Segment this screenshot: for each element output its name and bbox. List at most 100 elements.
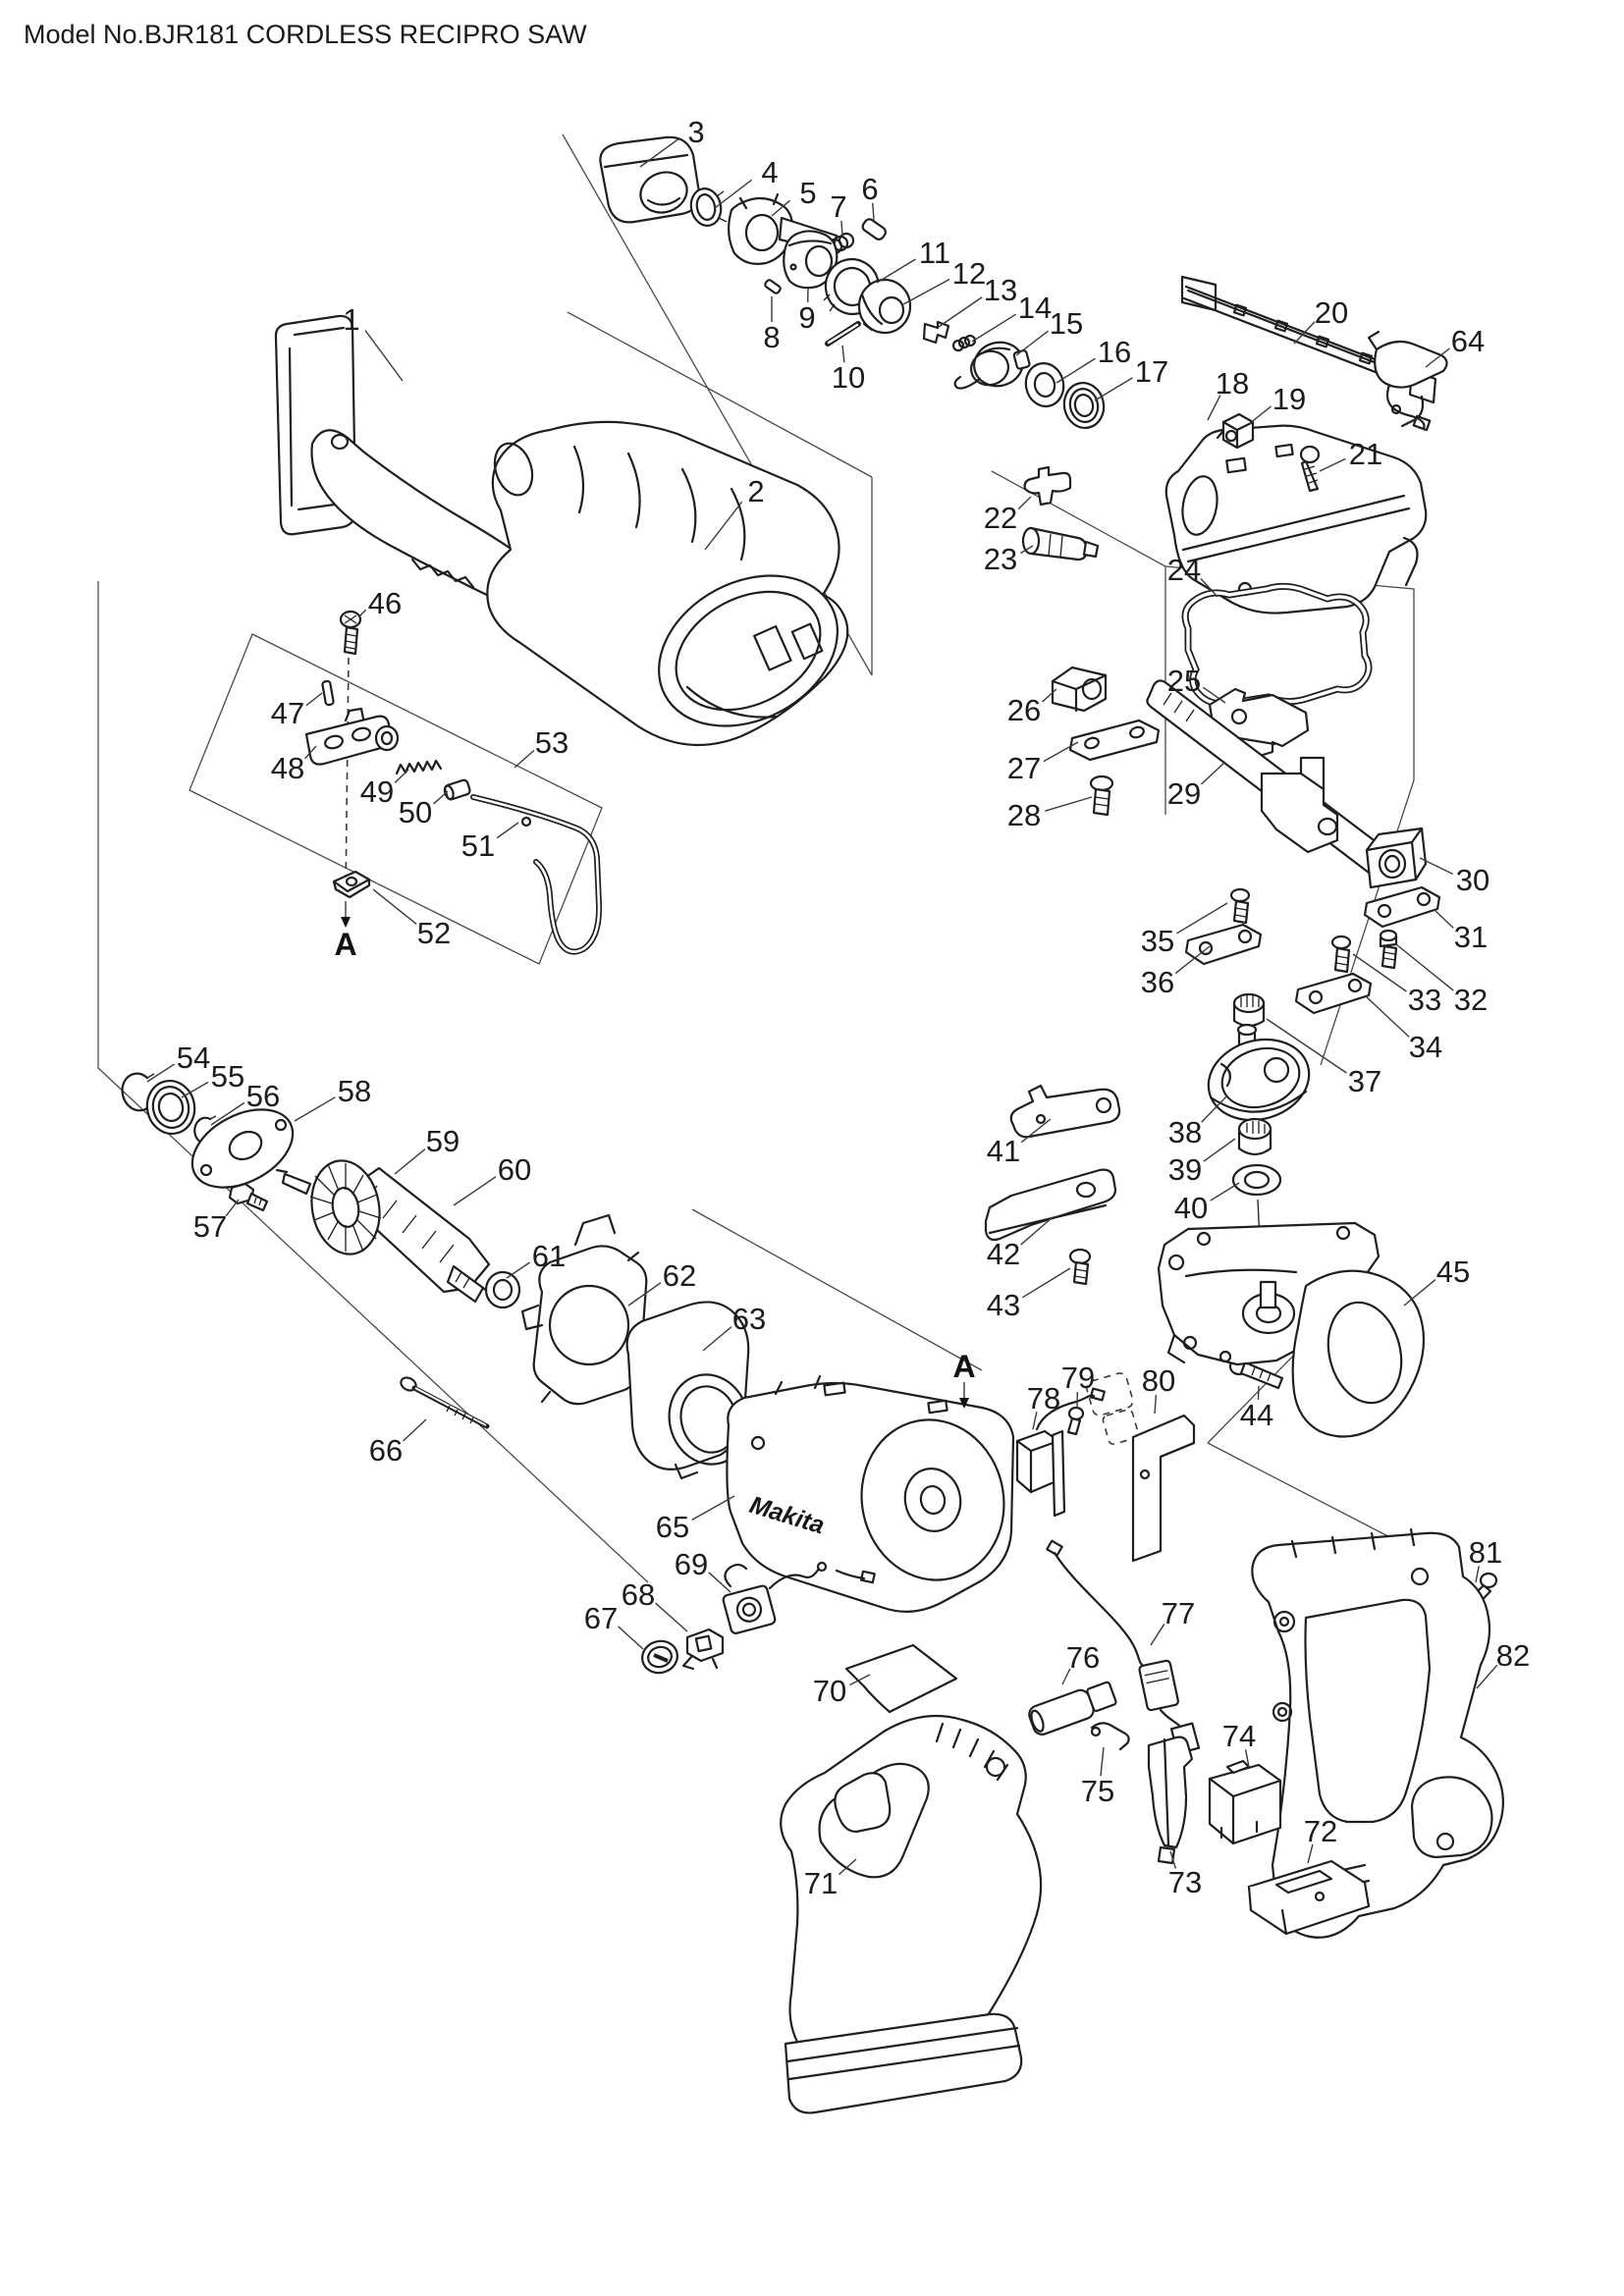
part-sketch-23 [1021, 526, 1100, 561]
leader-line-16 [1056, 357, 1097, 384]
part-sketch-61 [484, 1270, 521, 1309]
part-label-16: 16 [1098, 335, 1131, 369]
part-sketch-45 [1157, 1221, 1426, 1438]
leader-line-40 [1210, 1182, 1240, 1201]
leader-line-7 [840, 220, 843, 237]
leader-line-59 [394, 1148, 426, 1175]
leader-line-48 [304, 745, 317, 760]
page-title: Model No.BJR181 CORDLESS RECIPRO SAW [24, 20, 587, 49]
part-label-53: 53 [535, 725, 568, 760]
part-sketch-66 [400, 1376, 490, 1429]
leader-line-19 [1248, 405, 1272, 425]
part-label-69: 69 [675, 1547, 708, 1581]
part-label-27: 27 [1007, 751, 1041, 785]
part-label-30: 30 [1456, 863, 1489, 897]
part-sketch-1 [274, 314, 543, 606]
part-sketch-30 [1365, 827, 1428, 889]
part-label-34: 34 [1409, 1030, 1442, 1064]
part-label-58: 58 [338, 1074, 371, 1108]
part-label-43: 43 [987, 1288, 1020, 1322]
leader-line-2 [704, 501, 743, 551]
part-sketch-26 [1051, 666, 1108, 713]
part-label-1: 1 [343, 302, 359, 337]
part-label-12: 12 [952, 256, 986, 291]
part-label-5: 5 [799, 176, 816, 210]
part-label-79: 79 [1061, 1361, 1095, 1395]
leader-line-67 [618, 1626, 644, 1650]
leader-line-34 [1364, 994, 1410, 1038]
section-arrowhead-1 [959, 1398, 969, 1409]
leader-line-65 [691, 1495, 735, 1521]
part-label-38: 38 [1168, 1115, 1202, 1149]
dashed-guides [345, 657, 1139, 1445]
part-sketch-71-handle [780, 1714, 1043, 2114]
part-label-54: 54 [177, 1041, 210, 1075]
part-label-18: 18 [1216, 366, 1249, 400]
part-label-33: 33 [1408, 983, 1441, 1017]
leader-line-69 [708, 1572, 731, 1593]
part-label-32: 32 [1454, 983, 1488, 1017]
leader-line-18 [1207, 395, 1221, 421]
leader-line-81 [1475, 1566, 1480, 1583]
leader-line-25 [1202, 686, 1226, 704]
leader-line-62 [627, 1282, 662, 1307]
part-sketch-49 [395, 759, 443, 775]
part-sketch-28 [1089, 774, 1114, 817]
leader-line-60 [453, 1176, 497, 1206]
leader-line-17 [1094, 377, 1133, 401]
leader-line-77 [1150, 1624, 1165, 1646]
leader-line-74 [1244, 1749, 1250, 1768]
part-sketch-15 [953, 341, 1031, 390]
leader-line-35 [1176, 902, 1228, 934]
part-sketch-78 [1015, 1387, 1106, 1518]
leader-line-23 [1020, 545, 1034, 555]
part-sketch-76 [1028, 1681, 1117, 1735]
part-label-15: 15 [1050, 306, 1083, 341]
part-label-73: 73 [1168, 1865, 1202, 1899]
part-label-25: 25 [1167, 664, 1201, 698]
part-sketch-38 [1207, 1023, 1311, 1122]
leader-line-22 [1017, 496, 1032, 510]
part-sketch-73 [1147, 1735, 1194, 1865]
leader-line-50 [433, 790, 449, 805]
part-label-76: 76 [1066, 1640, 1100, 1675]
leader-line-5 [771, 199, 790, 217]
leader-line-27 [1043, 741, 1079, 763]
part-sketch-19 [1221, 412, 1255, 450]
part-sketch-6 [861, 218, 887, 240]
leader-line-30 [1419, 857, 1453, 875]
part-label-77: 77 [1162, 1596, 1195, 1630]
part-sketch-21 [1299, 445, 1321, 493]
leader-line-71 [838, 1858, 857, 1876]
part-sketch-46 [339, 610, 362, 656]
part-sketch-39 [1237, 1117, 1272, 1156]
part-label-31: 31 [1454, 920, 1488, 954]
part-label-29: 29 [1167, 776, 1201, 811]
part-sketch-32 [1379, 929, 1398, 970]
part-sketch-41 [1009, 1084, 1121, 1139]
leader-line-20 [1293, 321, 1316, 345]
section-marker-0: A [334, 927, 356, 962]
part-label-2: 2 [747, 474, 764, 508]
part-sketch-10 [825, 321, 861, 347]
part-label-19: 19 [1272, 382, 1306, 416]
leader-line-46 [358, 609, 367, 617]
part-label-80: 80 [1142, 1363, 1175, 1398]
leader-line-43 [1021, 1267, 1071, 1299]
part-label-81: 81 [1469, 1535, 1502, 1570]
leader-line-29 [1201, 761, 1226, 785]
part-label-7: 7 [830, 189, 846, 224]
leader-line-82 [1476, 1664, 1498, 1689]
part-sketch-47 [321, 679, 335, 707]
leader-line-49 [394, 769, 409, 784]
part-sketch-29 [1146, 679, 1395, 881]
leader-line-72 [1307, 1843, 1314, 1864]
leader-line-37 [1266, 1018, 1347, 1074]
leader-line-54 [146, 1063, 175, 1083]
part-label-44: 44 [1240, 1398, 1273, 1432]
leader-line-73 [1169, 1850, 1177, 1869]
part-label-49: 49 [360, 774, 394, 809]
part-sketch-42 [984, 1168, 1117, 1242]
part-sketch-80 [1131, 1414, 1196, 1563]
